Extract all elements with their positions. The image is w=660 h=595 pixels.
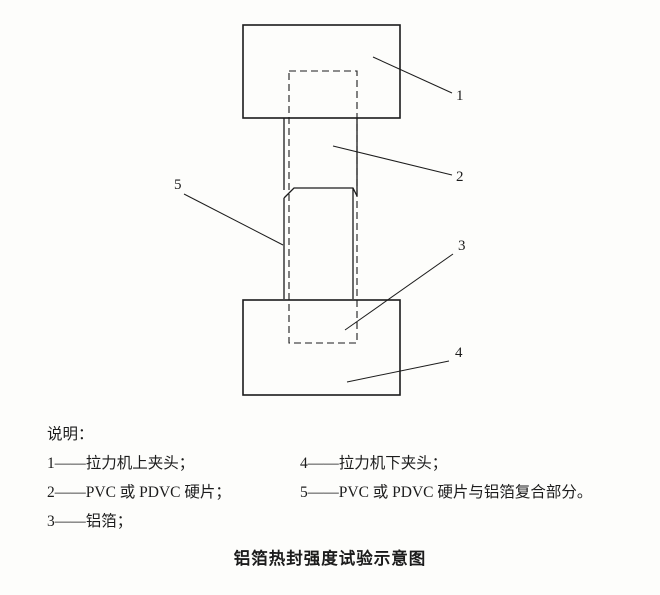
legend-item-empty xyxy=(300,507,632,536)
legend-row: 3——铝箔； xyxy=(47,507,632,536)
callout-3-label: 3 xyxy=(458,238,466,254)
heat-seal-test-diagram: 1 2 5 3 4 xyxy=(174,24,466,396)
callout-5-label: 5 xyxy=(174,177,182,193)
legend-item-2: 2——PVC 或 PDVC 硬片； xyxy=(47,484,231,501)
callout-2-leader-line xyxy=(332,145,453,176)
legend-item-5: 5——PVC 或 PDVC 硬片与铝箔复合部分。 xyxy=(300,484,593,501)
callout-5-leader-line xyxy=(183,193,284,246)
callout-4-leader-line xyxy=(346,360,450,383)
legend-item-4: 4——拉力机下夹头； xyxy=(300,455,448,472)
upper-clamp-rect xyxy=(242,24,401,119)
legend-row: 1——拉力机上夹头； 4——拉力机下夹头； xyxy=(47,449,632,478)
legend: 说明： 1——拉力机上夹头； 4——拉力机下夹头； 2——PVC 或 PDVC … xyxy=(47,420,632,536)
callout-3-leader-line xyxy=(344,253,454,331)
callout-1-label: 1 xyxy=(456,88,464,104)
aluminium-foil-dashed-outline xyxy=(288,70,358,344)
callout-4-label: 4 xyxy=(455,345,463,361)
legend-item-3: 3——铝箔； xyxy=(47,513,133,530)
callout-1-leader-line xyxy=(372,56,453,94)
figure-caption: 铝箔热封强度试验示意图 xyxy=(233,549,427,568)
callout-2-label: 2 xyxy=(456,169,464,185)
legend-heading: 说明： xyxy=(47,426,94,443)
legend-row: 2——PVC 或 PDVC 硬片； 5——PVC 或 PDVC 硬片与铝箔复合部… xyxy=(47,478,632,507)
legend-item-1: 1——拉力机上夹头； xyxy=(47,455,195,472)
lower-clamp-rect xyxy=(242,299,401,396)
composite-section-outline xyxy=(283,187,358,299)
